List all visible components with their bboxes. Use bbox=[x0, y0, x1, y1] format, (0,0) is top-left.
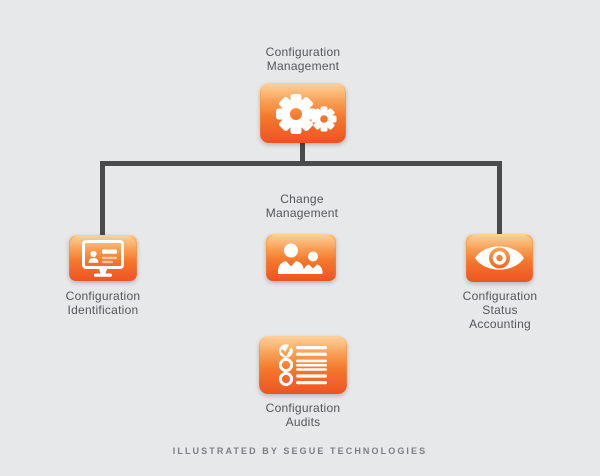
monitor-id-card-icon bbox=[82, 240, 124, 277]
credit-line: ILLUSTRATED BY SEGUE TECHNOLOGIES bbox=[172, 446, 428, 456]
checklist-icon bbox=[259, 336, 347, 394]
connector-horizontal bbox=[100, 161, 502, 166]
gears-icon bbox=[260, 83, 346, 143]
configuration-status-accounting-label: Configuration Status Accounting bbox=[462, 289, 538, 331]
connector-right-drop bbox=[497, 161, 502, 237]
people-icon bbox=[278, 243, 323, 274]
configuration-management-box bbox=[260, 83, 346, 143]
change-management-box bbox=[266, 234, 336, 281]
configuration-identification-label: Configuration Identification bbox=[65, 289, 141, 317]
configuration-status-accounting-box bbox=[466, 234, 533, 282]
connector-top-stub bbox=[300, 141, 305, 166]
connector-left-drop bbox=[100, 161, 105, 237]
configuration-management-label: Configuration Management bbox=[265, 45, 341, 73]
configuration-audits-box bbox=[259, 336, 347, 394]
change-management-label: Change Management bbox=[265, 192, 339, 220]
configuration-audits-label: Configuration Audits bbox=[265, 401, 341, 429]
configuration-identification-box bbox=[69, 235, 137, 281]
eye-icon bbox=[466, 234, 533, 282]
